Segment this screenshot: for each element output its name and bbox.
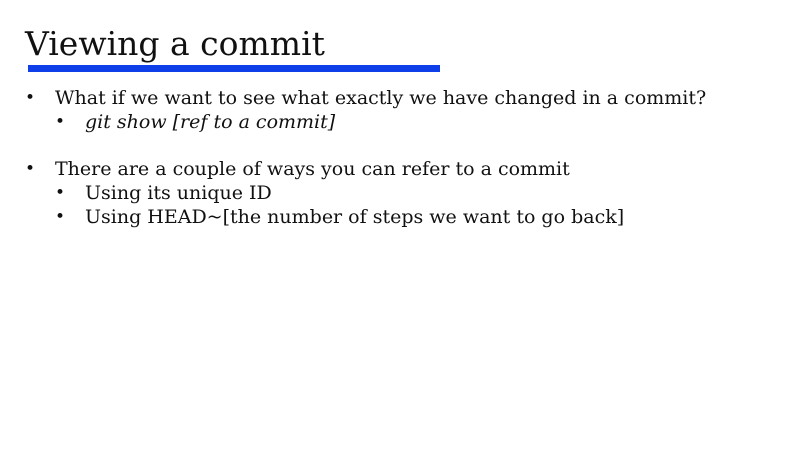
slide-title: Viewing a commit (25, 24, 325, 63)
sub-bullet-item: • git show [ref to a commit] (25, 110, 785, 134)
bullet-item: • What if we want to see what exactly we… (25, 86, 785, 110)
bullet-list: • What if we want to see what exactly we… (25, 86, 785, 229)
bullet-text: There are a couple of ways you can refer… (55, 158, 570, 180)
bullet-spacer (25, 134, 785, 157)
bullet-marker: • (25, 88, 36, 108)
sub-bullet-item: • Using its unique ID (25, 181, 785, 205)
sub-bullet-item: • Using HEAD~[the number of steps we wan… (25, 205, 785, 229)
title-underline (28, 65, 440, 72)
bullet-marker: • (55, 112, 66, 132)
sub-bullet-text: Using its unique ID (85, 182, 272, 204)
bullet-item: • There are a couple of ways you can ref… (25, 157, 785, 181)
bullet-marker: • (55, 183, 66, 203)
sub-bullet-text: git show [ref to a commit] (85, 111, 336, 133)
bullet-text: What if we want to see what exactly we h… (55, 87, 707, 109)
bullet-marker: • (55, 207, 66, 227)
sub-bullet-text: Using HEAD~[the number of steps we want … (85, 206, 625, 228)
bullet-marker: • (25, 159, 36, 179)
